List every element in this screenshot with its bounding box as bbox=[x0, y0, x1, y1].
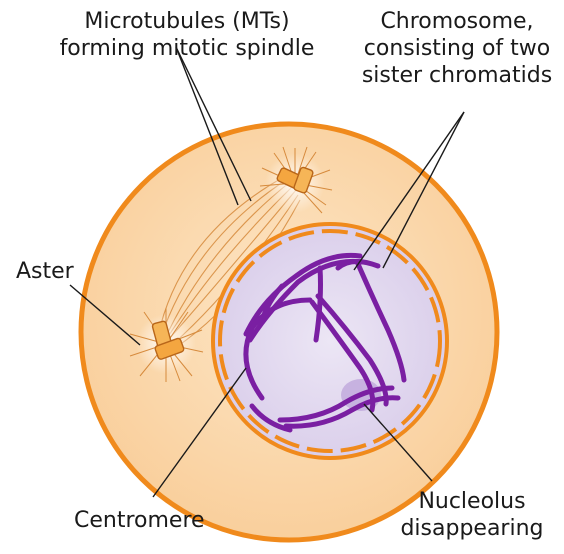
microtubules-label-line2: forming mitotic spindle bbox=[22, 35, 352, 62]
chromosome-label-line3: sister chromatids bbox=[352, 62, 562, 89]
nucleolus-label-line1: Nucleolus bbox=[392, 488, 552, 515]
nucleolus-label-line2: disappearing bbox=[392, 515, 552, 542]
chromosome-label-line2: consisting of two bbox=[352, 35, 562, 62]
microtubules-label: Microtubules (MTs) forming mitotic spind… bbox=[22, 8, 352, 62]
chromosome-label-line1: Chromosome, bbox=[352, 8, 562, 35]
microtubules-label-line1: Microtubules (MTs) bbox=[22, 8, 352, 35]
nucleolus-label: Nucleolus disappearing bbox=[392, 488, 552, 542]
chromosome-label: Chromosome, consisting of two sister chr… bbox=[352, 8, 562, 89]
centromere-label: Centromere bbox=[74, 507, 205, 534]
aster-label: Aster bbox=[16, 258, 74, 285]
